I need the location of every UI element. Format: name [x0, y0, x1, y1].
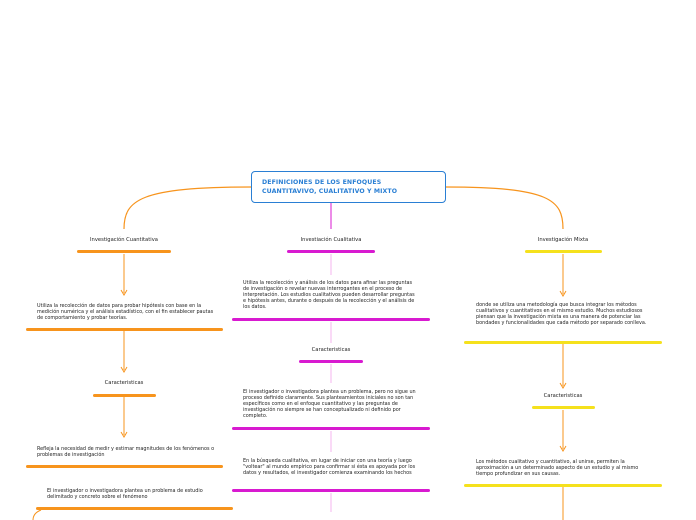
connector-root-quant [123, 186, 252, 230]
qual-definition[interactable]: Utiliza la recolección y análisis de los… [243, 280, 415, 311]
quant-item-2[interactable]: El investigador o investigadora plantea … [47, 488, 203, 501]
branch-quant-label[interactable]: Investigación Cuantitativa [90, 237, 158, 243]
branch-qual-label[interactable]: Investiación Cualitativa [300, 237, 362, 243]
branch-qual-underline [287, 250, 375, 253]
quant-definition[interactable]: Utiliza la recolección de datos para pro… [37, 303, 214, 322]
mixed-definition[interactable]: donde se utiliza una metodología que bus… [476, 302, 647, 327]
qual-characteristics-underline [299, 360, 363, 363]
mixed-characteristics-underline [532, 406, 595, 409]
quant-characteristics-label[interactable]: Caracteristicas [104, 380, 144, 386]
qual-definition-underline [232, 318, 430, 321]
quant-characteristics-underline [93, 394, 156, 397]
mixed-item-1-underline [464, 484, 662, 487]
mixed-item-1[interactable]: Los métodos cualitativo y cuantitativo, … [476, 459, 639, 478]
quant-item-1[interactable]: Refleja la necesidad de medir y estimar … [37, 446, 215, 459]
branch-quant-underline [77, 250, 171, 253]
qual-characteristics-label[interactable]: Caracteristicas [311, 347, 351, 353]
quant-item-2-underline [36, 507, 233, 510]
root-title: DEFINICIONES DE LOS ENFOQUES CUANTITAVIV… [262, 179, 398, 195]
branch-mixed-label[interactable]: Investigación Mixta [537, 237, 589, 243]
quant-item-1-underline [26, 465, 223, 468]
mixed-characteristics-label[interactable]: Caracteristicas [543, 393, 583, 399]
mixed-definition-underline [464, 341, 662, 344]
branch-mixed-underline [525, 250, 602, 253]
qual-item-2[interactable]: En la búsqueda cualitativa, en lugar de … [243, 458, 416, 477]
qual-item-1-underline [232, 427, 430, 430]
qual-item-2-underline [232, 489, 430, 492]
root-node[interactable]: DEFINICIONES DE LOS ENFOQUES CUANTITAVIV… [251, 171, 446, 203]
connector-root-mixed [445, 186, 564, 230]
quant-definition-underline [26, 328, 223, 331]
qual-item-1[interactable]: El investigador o investigadora plantea … [243, 389, 416, 420]
